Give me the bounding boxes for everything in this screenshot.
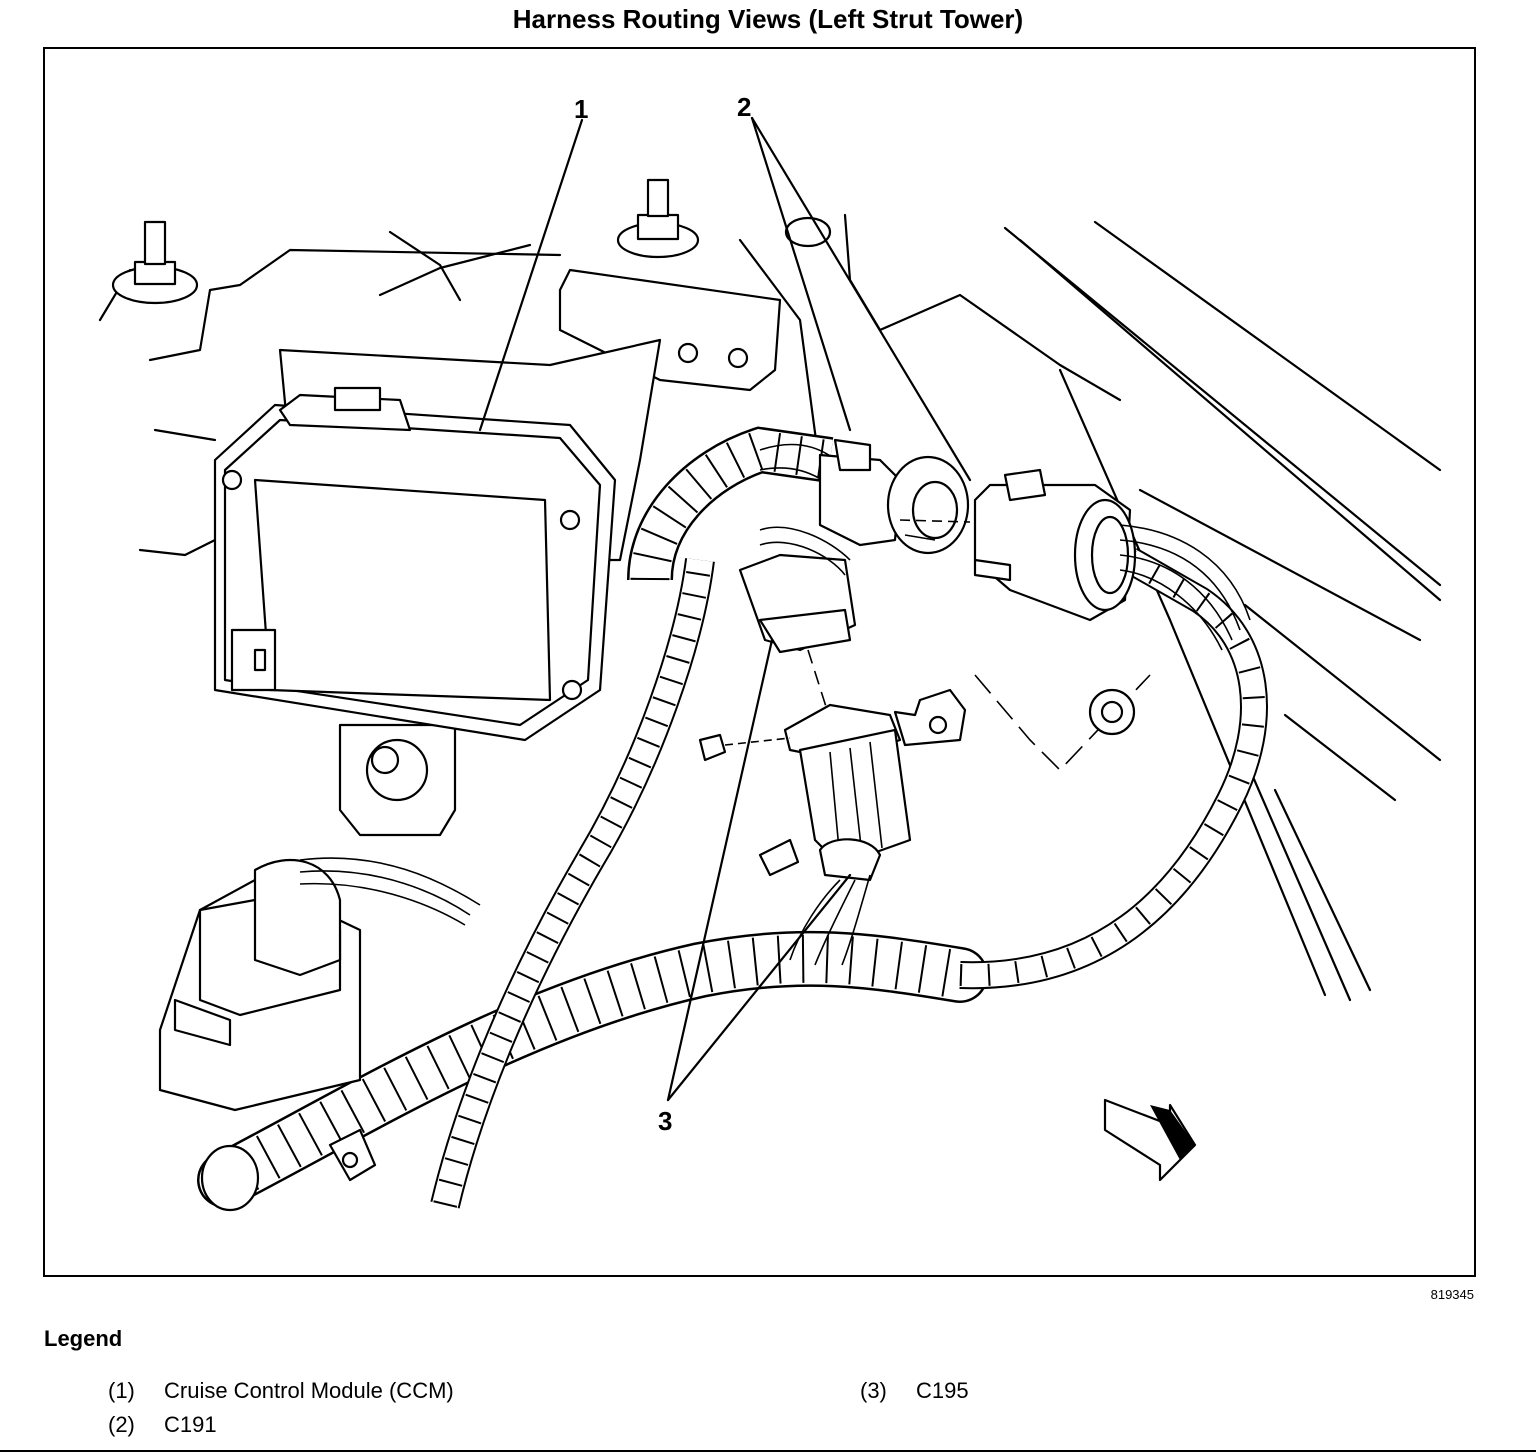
forward-arrow-icon (1103, 1098, 1197, 1182)
stud-left (111, 220, 199, 305)
figure-id: 819345 (1430, 1287, 1474, 1302)
legend-item-label: C195 (916, 1378, 969, 1403)
legend-item-2: (2) C191 (108, 1412, 217, 1438)
legend-item-label: Cruise Control Module (CCM) (164, 1378, 454, 1403)
legend-heading: Legend (44, 1326, 123, 1351)
stud-right (784, 216, 832, 248)
connector-c191 (818, 438, 1251, 651)
lower-left-connector (158, 857, 481, 1112)
connector-c195 (698, 526, 1151, 966)
diagram-title: Harness Routing Views (Left Strut Tower) (512, 4, 1024, 34)
callout-2: 2 (737, 92, 751, 122)
bottom-rule (0, 1450, 1536, 1452)
diagram-frame (43, 47, 1476, 1277)
legend-item-1: (1) Cruise Control Module (CCM) (108, 1378, 454, 1404)
legend-item-number: (2) (108, 1412, 135, 1437)
stud-center (616, 178, 700, 259)
legend-item-number: (3) (860, 1378, 887, 1403)
callout-leaders (478, 116, 972, 1102)
legend-item-number: (1) (108, 1378, 135, 1403)
wire-harness (197, 426, 1268, 1212)
legend-item-3: (3) C195 (860, 1378, 969, 1404)
harness-drawing: 1 2 3 (98, 92, 1442, 1212)
legend-item-label: C191 (164, 1412, 217, 1437)
callout-1: 1 (574, 94, 588, 124)
cruise-control-module (213, 386, 617, 837)
callout-3: 3 (658, 1106, 672, 1136)
